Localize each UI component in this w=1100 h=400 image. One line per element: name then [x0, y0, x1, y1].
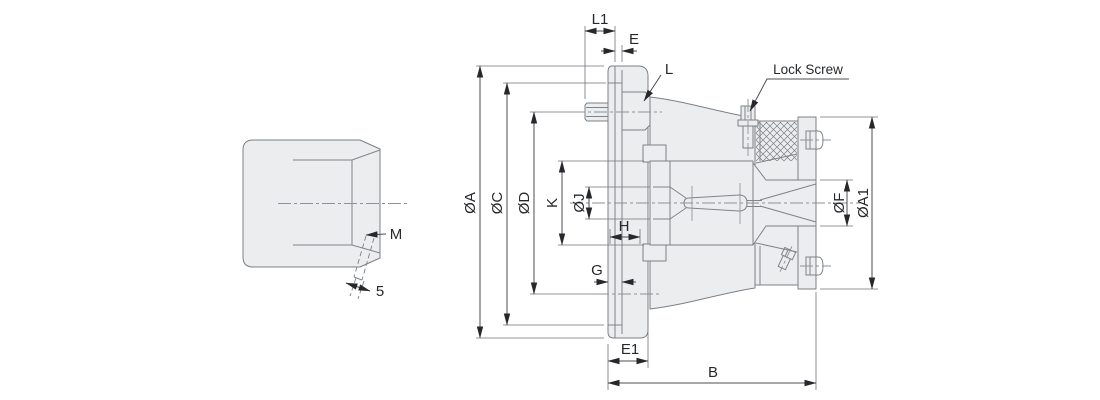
dim-e1: E1 [607, 332, 649, 368]
main-section-view [570, 65, 862, 339]
dim-g: G [591, 262, 636, 286]
dim-label-dia-a1: ØA1 [855, 188, 872, 218]
knurl-hatch [756, 122, 797, 161]
dim-dia-j: ØJ [571, 186, 650, 220]
dim-label-dia-f: ØF [831, 193, 848, 214]
collet-nose [752, 162, 817, 246]
dim-label-h: H [619, 218, 630, 235]
clamp-ring-details [755, 121, 798, 285]
dim-label-m: M [390, 226, 403, 243]
dim-label-e1: E1 [621, 341, 639, 358]
dim-label-dia-d: ØD [516, 192, 533, 215]
dim-label-dia-j: ØJ [571, 193, 588, 212]
dim-label-k: K [544, 198, 561, 208]
collet-cap-tab-bottom [642, 243, 667, 262]
dim-label-b: B [708, 364, 718, 381]
dim-l: L [643, 61, 673, 102]
dim-label-5: 5 [376, 283, 384, 300]
dim-dia-a1: ØA1 [820, 116, 878, 290]
key-slot [683, 194, 748, 212]
flange-plate [607, 65, 649, 339]
dim-k: K [544, 160, 644, 246]
dim-label-l1: L1 [592, 11, 609, 28]
m-leader [365, 231, 387, 238]
bolt-thread-lines [586, 107, 608, 117]
slot-crosshairs [691, 183, 741, 224]
left-collet-blank [242, 139, 408, 300]
dim-b: B [607, 292, 817, 390]
annotation-lock-screw: Lock Screw [749, 62, 849, 112]
dim-h: H [609, 218, 641, 244]
collet-cap-tab-top [642, 144, 667, 163]
set-screw [777, 246, 797, 272]
tapped-hole-bottom [353, 276, 363, 281]
cap-screw-bottom [800, 256, 831, 276]
depth-dim-line [345, 282, 371, 292]
dim-label-g: G [591, 262, 603, 279]
cap-screw-top [800, 130, 831, 150]
dim-e: E [601, 31, 639, 62]
dim-5: 5 [345, 282, 384, 300]
dim-l1: L1 [584, 11, 616, 99]
dim-label-e: E [629, 31, 639, 48]
dim-label-dia-a: ØA [462, 192, 479, 214]
dim-dia-f: ØF [820, 179, 853, 227]
dim-dia-c: ØC [489, 82, 606, 326]
dim-m: M [365, 226, 403, 243]
dim-label-l: L [665, 61, 673, 78]
dim-label-dia-c: ØC [489, 192, 506, 215]
lock-screw-label: Lock Screw [773, 62, 843, 77]
dim-dia-d: ØD [516, 111, 596, 295]
flange-inner-lines [608, 66, 623, 338]
dim-dia-a: ØA [462, 65, 604, 339]
